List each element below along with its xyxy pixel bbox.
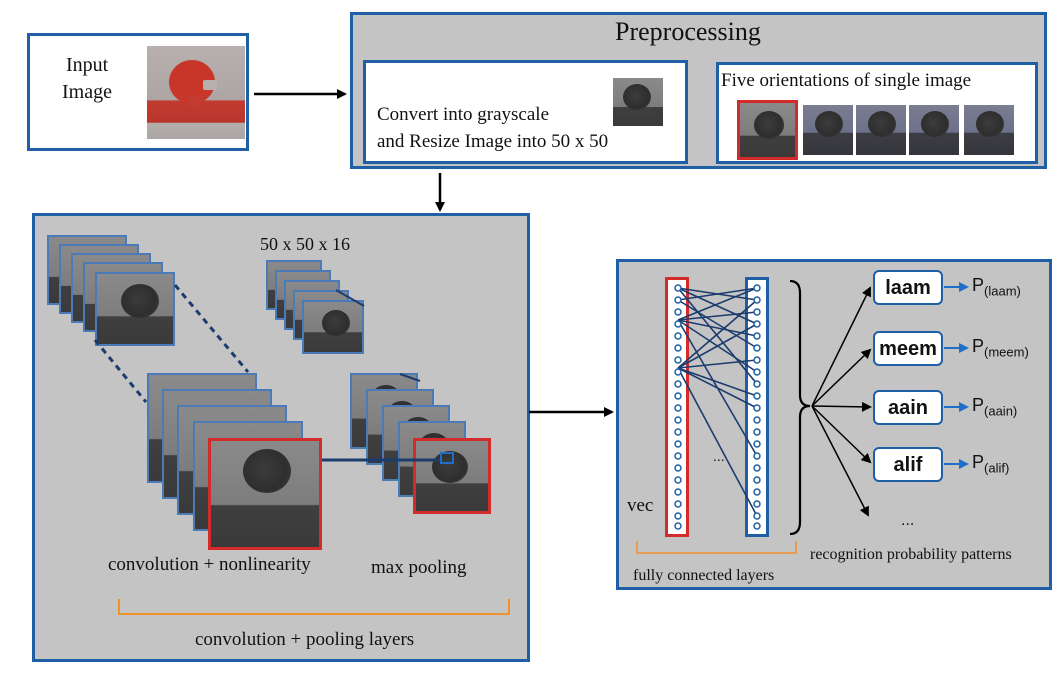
convert-line1: Convert into grayscale	[377, 104, 550, 125]
input-label-line1: Input	[66, 54, 109, 76]
input-label-line2: Image	[62, 81, 112, 103]
feature-stack-edge	[335, 289, 365, 307]
prob-alif-p: P	[972, 452, 985, 472]
orientation-image-2	[803, 105, 853, 155]
hidden-ellipsis: ...	[713, 448, 725, 464]
projection-dash-2	[93, 339, 148, 403]
pool-highlight-tile	[413, 438, 491, 514]
fc-connections	[677, 287, 758, 517]
prob-meem-sub: (meem)	[984, 344, 1029, 360]
prob-meem: P(meem)	[972, 336, 1029, 360]
prob-laam: P(laam)	[972, 275, 1021, 299]
convolution-label: convolution + nonlinearity	[108, 554, 311, 575]
hidden-nodes	[753, 284, 761, 530]
pool-window-marker	[440, 452, 454, 464]
input-image-box: Input Image	[27, 33, 249, 151]
arrow-to-more	[811, 405, 869, 517]
arrow-to-alif	[811, 405, 872, 464]
prob-alif-sub: (alif)	[984, 460, 1010, 476]
class-box-meem: meem	[873, 331, 943, 366]
pool-stack-edge	[399, 373, 421, 382]
arrow-to-laam	[811, 286, 871, 407]
prob-alif: P(alif)	[972, 452, 1009, 476]
vec-label: vec	[627, 495, 654, 516]
output-label: recognition probability patterns	[810, 546, 1012, 563]
convert-box: Convert into grayscale and Resize Image …	[363, 60, 688, 164]
pooling-label: max pooling	[371, 557, 467, 578]
grayscale-thumbnail	[613, 78, 663, 126]
class-box-alif: alif	[873, 447, 943, 482]
prob-laam-sub: (laam)	[984, 283, 1021, 299]
orientation-image-1	[737, 100, 798, 160]
preprocessing-panel: Preprocessing Convert into grayscale and…	[350, 12, 1047, 169]
feature-stack-tile-5	[302, 300, 364, 354]
conv-highlight-tile	[208, 438, 322, 550]
prob-aain: P(aain)	[972, 395, 1017, 419]
layers-label: convolution + pooling layers	[195, 629, 415, 650]
orientations-label: Five orientations of single image	[721, 70, 972, 91]
preprocessing-title: Preprocessing	[615, 17, 761, 46]
input-image	[147, 46, 245, 139]
feature-maps-label: 50 x 50 x 16	[260, 234, 350, 254]
input-stack-tile-5	[95, 272, 175, 346]
fc-bracket	[636, 541, 797, 554]
orientation-image-5	[964, 105, 1014, 155]
prob-laam-p: P	[972, 275, 985, 295]
convert-line2: and Resize Image into 50 x 50	[377, 131, 609, 152]
orientations-box: Five orientations of single image	[716, 62, 1038, 164]
prob-aain-sub: (aain)	[984, 403, 1018, 419]
class-box-aain: aain	[873, 390, 943, 425]
conv-pool-bracket	[118, 599, 510, 615]
orientation-image-4	[909, 105, 959, 155]
output-brace	[789, 279, 811, 536]
arrow-to-meem	[811, 348, 872, 407]
prob-aain-p: P	[972, 395, 985, 415]
more-ellipsis: ...	[901, 512, 915, 529]
projection-dash-1	[173, 284, 250, 373]
orientation-image-3	[856, 105, 906, 155]
arrow-to-aain	[811, 401, 872, 412]
prob-meem-p: P	[972, 336, 985, 356]
fc-label: fully connected layers	[633, 567, 775, 584]
class-box-laam: laam	[873, 270, 943, 305]
vec-nodes	[674, 284, 682, 530]
